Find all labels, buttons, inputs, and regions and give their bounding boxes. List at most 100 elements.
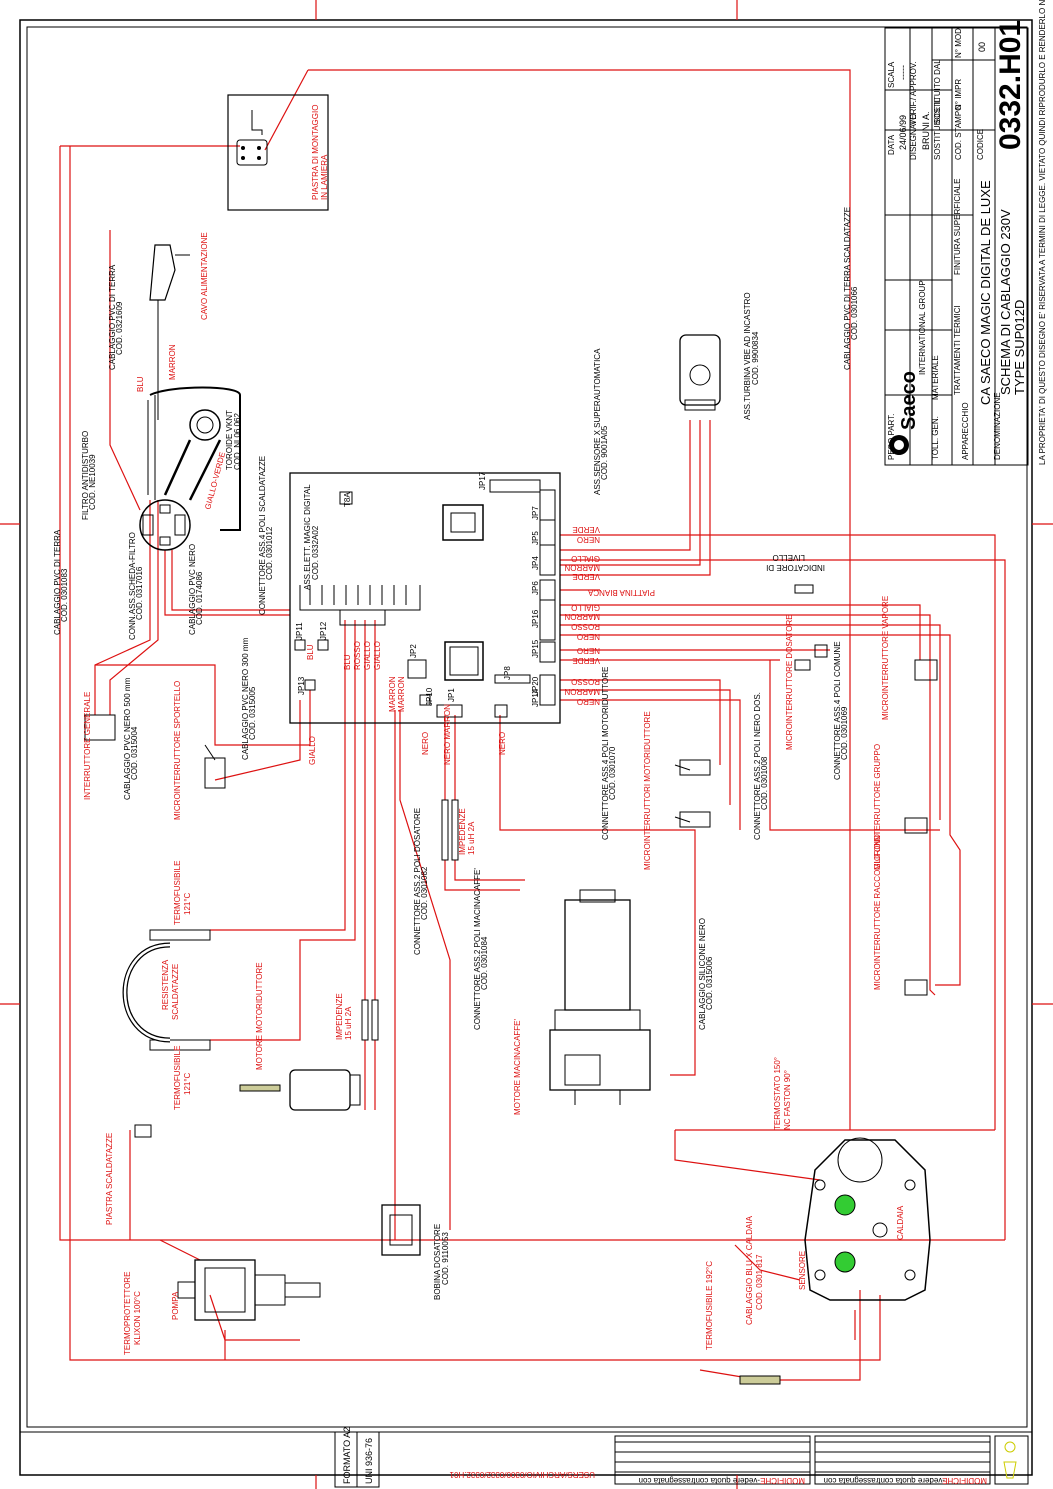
grinder-motor-label: MOTORE MACINACAFFE' — [513, 1018, 522, 1115]
jp11-wire-2: ROSSO — [353, 641, 362, 670]
denomination-value: SCHEMA DI CABLAGGIO 230V — [998, 209, 1013, 395]
jp6-label: JP6 — [531, 581, 540, 595]
filter-connector-code: COD. 0317016 — [135, 566, 144, 620]
white-ribbon-label: PIATTINA BIANCA — [587, 588, 655, 597]
mod-number-label: N° MOD. — [954, 26, 963, 58]
code-label: CODICE — [976, 129, 985, 160]
toroid: TOROIDE VKNT COD. NL06.062 GIALLO-VERDE — [163, 409, 242, 511]
designer-value: BRUNI A. — [921, 111, 931, 150]
jp3-wire-1: VERDE — [572, 525, 600, 534]
level-indicator: INDICATORE DI LIVELLO ASS.SENSORE X SUPE… — [593, 348, 825, 594]
common-connector-code: COD. 0301069 — [840, 706, 849, 760]
group-micro-label: MICROINTERRUTTORE GRUPPO — [873, 744, 882, 870]
verification-label: VERIF./ APPROV. — [909, 61, 918, 125]
jp4-label: JP4 — [531, 556, 540, 570]
earth-cable-top-code: COD. 0321609 — [115, 301, 124, 355]
toroid-label: TOROIDE VKNT — [225, 410, 234, 470]
boiler: CALDAIA SENSORE TERMOSTATO 150° NC FASTO… — [705, 1057, 931, 1385]
black-cable-500-code: COD. 0315004 — [130, 726, 139, 780]
earth-cable-top-label: CABLAGGIO PVC DI TERRA — [108, 264, 117, 370]
jp2-label: JP2 — [409, 644, 418, 658]
fuse-top-value: 121°C — [183, 892, 192, 915]
jp3-label: JP5 — [531, 531, 540, 545]
heater-label: RESISTENZA — [161, 959, 170, 1010]
dosing-micro-label: MICROINTERRUTTORE DOSATORE — [785, 614, 794, 750]
cup-warmer: TERMOFUSIBILE 121°C RESISTENZA SCALDATAZ… — [122, 861, 211, 1110]
material-label: MATERIALE — [931, 355, 940, 400]
gear-motor: MOTORE MOTORIDUTTORE — [239, 962, 361, 1111]
power-cable: CAVO ALIMENTAZIONE CABLAGGIO PVC DI TERR… — [108, 232, 241, 531]
impedance-1-label: IMPEDENZE — [458, 808, 467, 855]
noise-filter: FILTRO ANTIDISTURBO COD. NE10039 CABLAGG… — [53, 431, 204, 640]
drawing-code: 0332.H01 — [994, 20, 1027, 150]
jp10-wire-2: MARRON — [397, 676, 406, 712]
gearmotor-microswitches: CONNETTORE ASS.4 POLI MOTORIDUTTORE COD.… — [601, 596, 938, 996]
jp20-wire-2: MARRON — [564, 687, 600, 696]
jp15-wire-1: NERO — [577, 646, 600, 655]
jp4-wire-1: GIALLO — [571, 554, 600, 563]
file-path: USERS/ARCHIVIO/0300/0332/0332.H01 — [449, 1470, 595, 1479]
level-indicator-sublabel: LIVELLO — [773, 553, 805, 562]
denomination-label: DENOMINAZIONE — [993, 392, 1002, 460]
grinder: CONNETTORE ASS.2 POLI DOSATORE COD. 0301… — [413, 808, 714, 1115]
coil-label: BOBINA DOSATORE — [433, 1224, 442, 1300]
jp16-wire-3: ROSSO — [571, 622, 600, 631]
jp13-label: JP13 — [297, 676, 306, 695]
jp16-wire-4: NERO — [577, 632, 600, 641]
appliance-label: APPARECCHIO — [961, 402, 970, 460]
black-brown-label: NERO MARRON — [443, 704, 452, 765]
mounting-plate: PIASTRA DI MONTAGGIO IN LAMIERA — [227, 94, 329, 211]
power-cable-label: CAVO ALIMENTAZIONE — [200, 232, 209, 320]
jp4-wire-2: MARRON — [564, 563, 600, 572]
level-indicator-label: INDICATORE DI — [766, 563, 825, 572]
main-board: ASS.ELETT. MAGIC DIGITAL COD. 0332A02 T8… — [258, 456, 655, 724]
silicone-cable-code: COD. 0315006 — [705, 956, 714, 1010]
grinder-conn-code: COD. 0301084 — [480, 936, 489, 990]
impedance-1-value: 15 uH 2A — [467, 821, 476, 855]
jp11-wire-1: BLU — [343, 654, 352, 670]
jp16-wire-1: GIALLO — [571, 603, 600, 612]
door-microswitch: MICROINTERRUTTORE SPORTELLO CABLAGGIO PV… — [173, 637, 507, 820]
property-notice: LA PROPRIETA' DI QUESTO DISEGNO E' RISER… — [1038, 0, 1047, 465]
saeco-logo: Saeco INTERNATIONAL GROUP — [889, 280, 927, 455]
dosing-connector-label: CONNETTORE ASS.2 POLI NERO DOS. — [753, 692, 762, 840]
jp8-label: JP8 — [503, 666, 512, 680]
jp11-label: JP11 — [295, 622, 304, 640]
silicone-cable-label: CABLAGGIO SILICONE NERO — [698, 918, 707, 1030]
yellow-wire-label: GIALLO — [308, 736, 317, 765]
treatments-label: TRATTAMENTI TERMICI — [953, 305, 962, 395]
replaces-label: SOSTITUISCE IL — [933, 97, 942, 160]
coil-code: COD. 9110053 — [441, 1232, 450, 1285]
logo-subtext: INTERNATIONAL GROUP — [918, 280, 927, 375]
thermostat-label: TERMOSTATO 150° — [773, 1057, 782, 1130]
fuse-top-label: TERMOFUSIBILE — [173, 861, 182, 925]
black-cable-300-code: COD. 0315005 — [248, 686, 257, 740]
replaced-by-label: SOSTITUITO DAL — [933, 59, 942, 125]
door-micro-label: MICROINTERRUTTORE SPORTELLO — [173, 681, 182, 820]
jp7-label: JP7 — [531, 506, 540, 520]
uni-label: UNI 936-76 — [364, 1438, 374, 1484]
jp20-wire-3: NERO — [577, 697, 600, 706]
cup-warmer-earth-label: CABLAGGIO PVC DI TERRA SCALDATAZZE — [843, 207, 852, 370]
appliance-value: CA SAECO MAGIC DIGITAL DE LUXE — [978, 180, 993, 405]
yellow-green-label: GIALLO-VERDE — [203, 451, 227, 510]
jp1-label: JP1 — [447, 688, 456, 702]
cup-warmer-connector-label: CONNETTORE ASS.4 POLI SCALDATAZZE — [258, 456, 267, 615]
boiler-cable-label: CABLAGGIO BLU X CALDAIA — [745, 1215, 754, 1325]
jp15-wire-2: VERDE — [572, 656, 600, 665]
grinder-conn-label: CONNETTORE ASS.2 POLI MACINACAFFE' — [473, 868, 482, 1030]
date-label: DATA — [887, 134, 896, 155]
jp20-wire-1: ROSSO — [571, 677, 600, 686]
filter-label: FILTRO ANTIDISTURBO — [81, 431, 90, 520]
jp3-wire-2: NERO — [577, 535, 600, 544]
common-connector-label: CONNETTORE ASS.4 POLI COMUNE — [833, 641, 842, 780]
designer-label: DISEGNATO — [909, 114, 918, 160]
dosing-conn-label: CONNETTORE ASS.2 POLI DOSATORE — [413, 808, 422, 955]
turbine-code: COD. 9900834 — [751, 331, 760, 385]
jp20-label: JP20 — [531, 676, 540, 695]
earth-cable-left-label: CABLAGGIO PVC DI TERRA — [53, 529, 62, 635]
sensor-assembly-code: COD. 9001A05 — [600, 425, 609, 480]
pump-label: POMPA — [171, 1291, 180, 1320]
